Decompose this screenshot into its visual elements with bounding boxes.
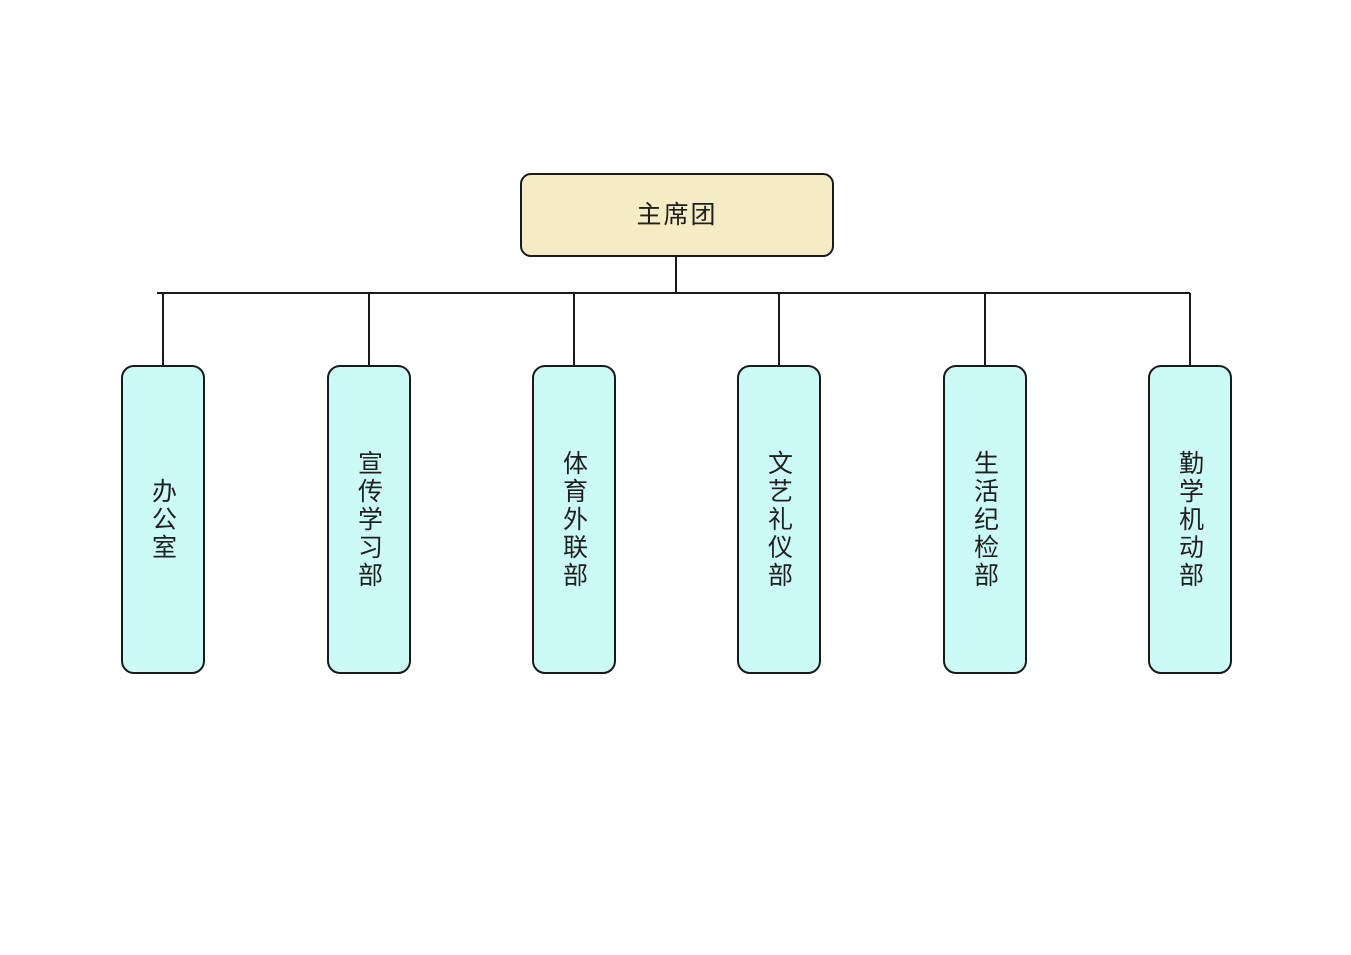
org-node-office-label: 办公室 — [148, 477, 178, 562]
org-node-publicity-study-label: 宣传学习部 — [354, 449, 384, 590]
org-node-office[interactable]: 办公室 — [121, 365, 205, 674]
org-node-sports-liaison[interactable]: 体育外联部 — [532, 365, 616, 674]
org-node-publicity-study[interactable]: 宣传学习部 — [327, 365, 411, 674]
org-node-sports-liaison-label: 体育外联部 — [559, 449, 589, 590]
org-node-arts-etiquette[interactable]: 文艺礼仪部 — [737, 365, 821, 674]
org-node-study-mobility-label: 勤学机动部 — [1175, 449, 1205, 590]
org-node-life-discipline-label: 生活纪检部 — [970, 449, 1000, 590]
org-node-life-discipline[interactable]: 生活纪检部 — [943, 365, 1027, 674]
org-node-root[interactable]: 主席团 — [520, 173, 834, 257]
org-node-arts-etiquette-label: 文艺礼仪部 — [764, 449, 794, 590]
org-node-study-mobility[interactable]: 勤学机动部 — [1148, 365, 1232, 674]
org-node-root-label: 主席团 — [636, 200, 718, 229]
